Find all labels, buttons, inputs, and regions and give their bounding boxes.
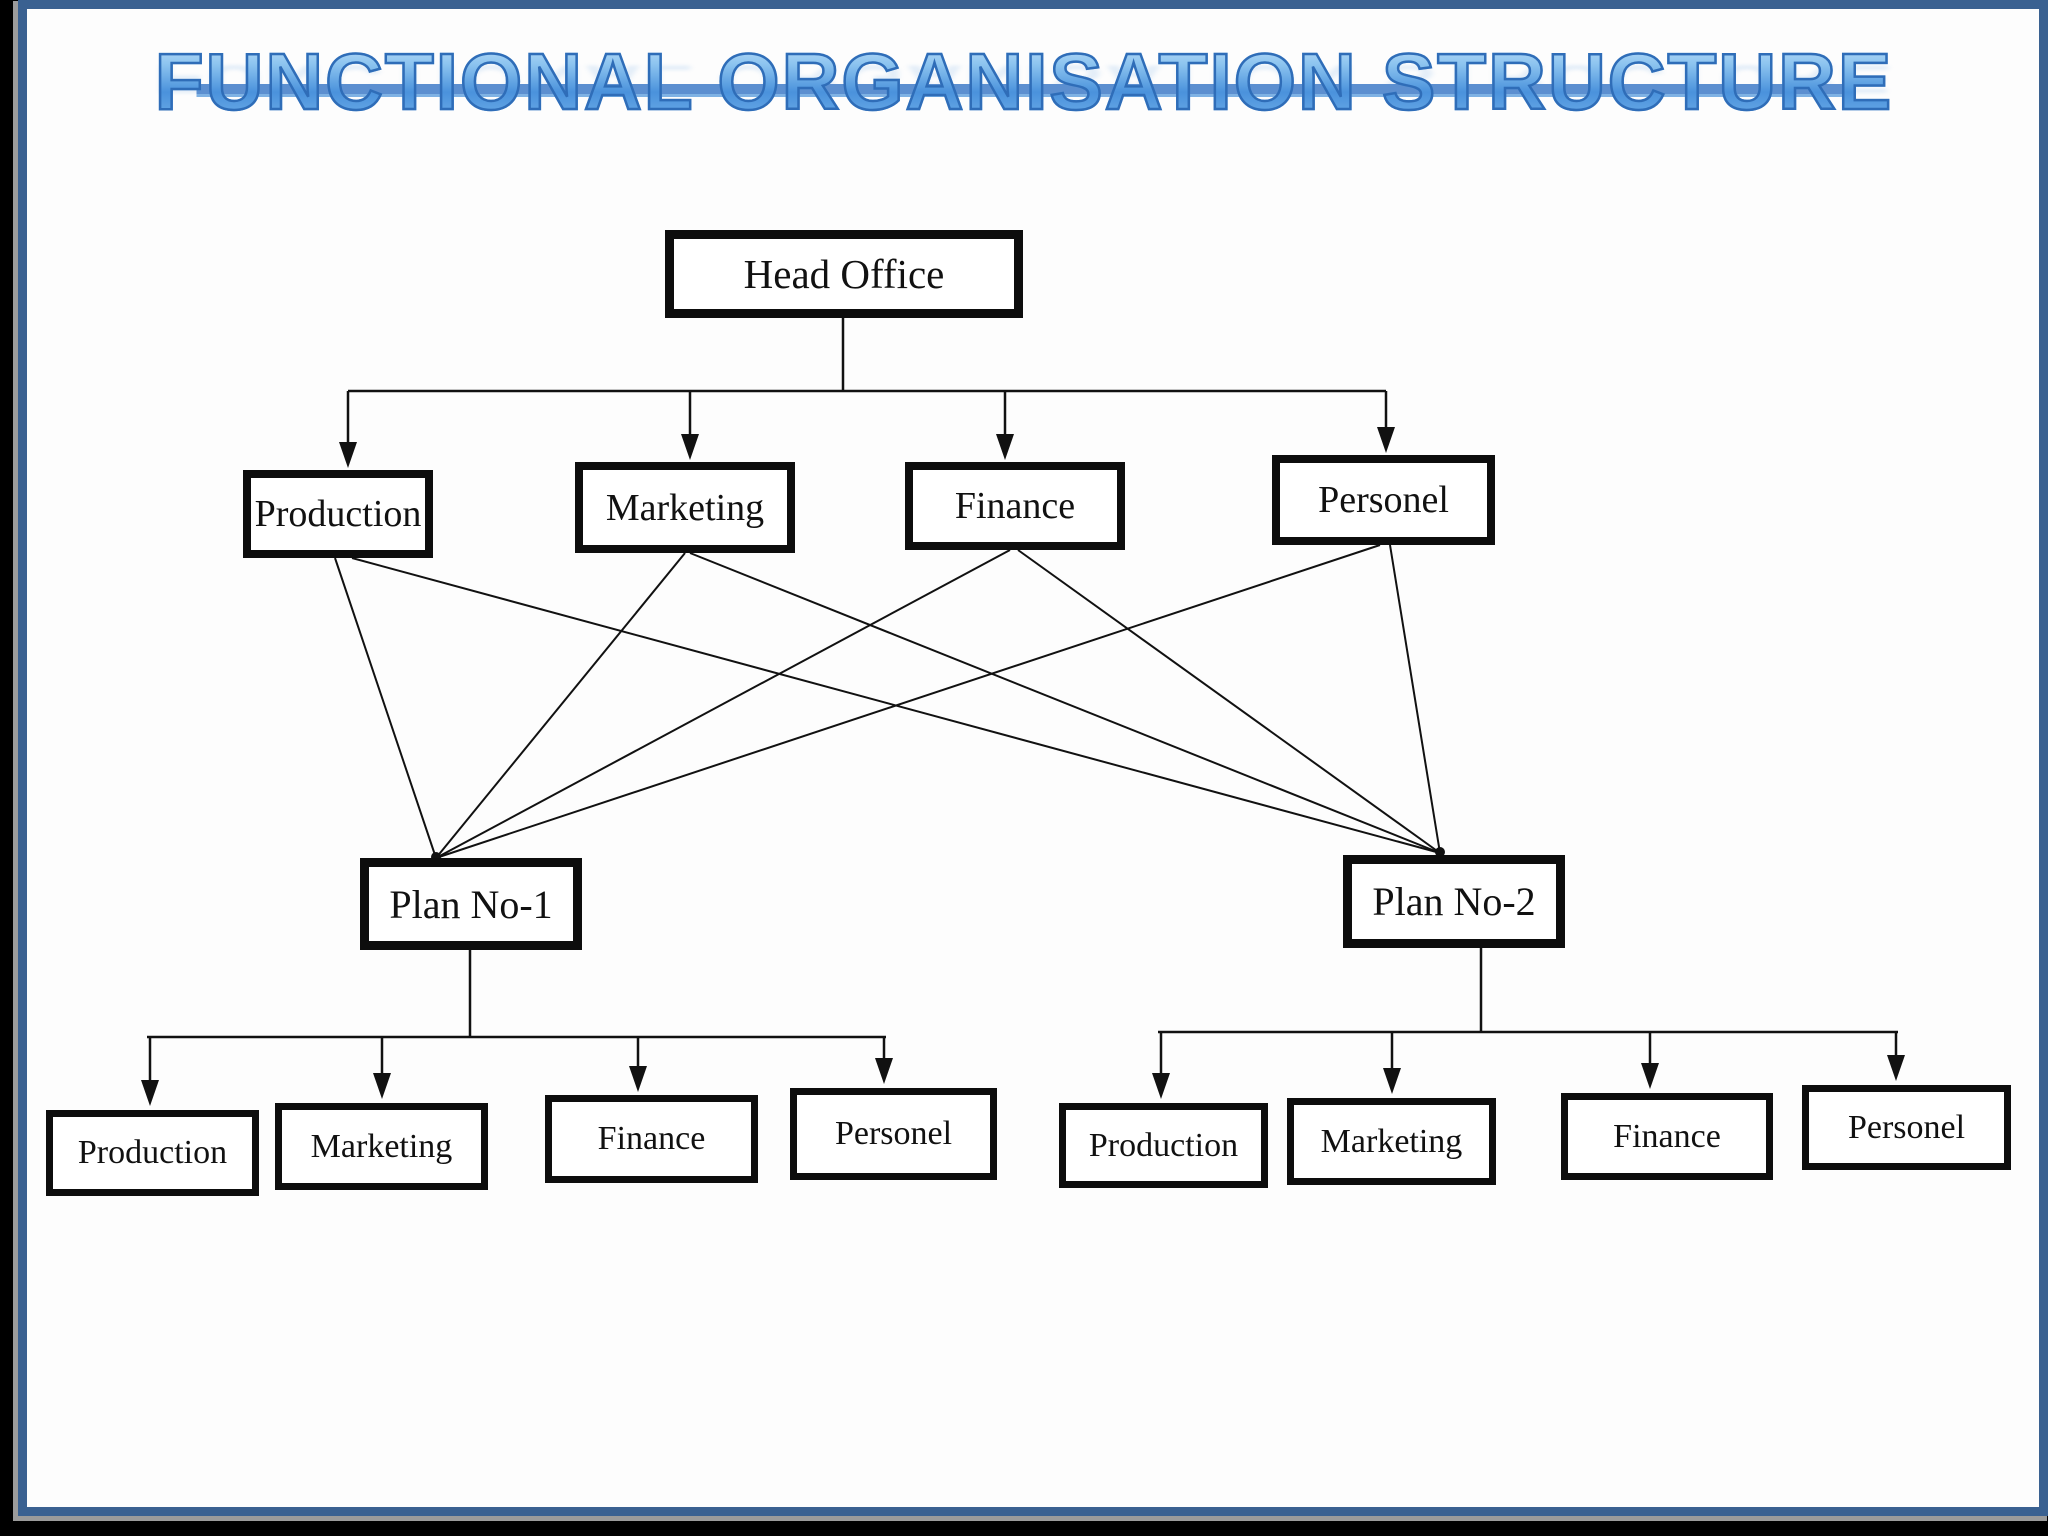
link-personel-plan1 [435,544,1381,859]
matrix-cross-links [334,544,1441,859]
link-marketing-plan1 [435,552,686,859]
node-plan2-marketing: Marketing [1287,1098,1496,1185]
node-plan2-production: Production [1059,1103,1268,1188]
node-plan1-production: Production [46,1110,259,1196]
link-personel-plan2 [1389,544,1441,854]
node-plan-2: Plan No-2 [1343,855,1565,948]
slide-frame [18,0,2048,1516]
node-plan1-finance: Finance [545,1095,758,1183]
arrowheads [141,427,1905,1106]
node-plan1-personel: Personel [790,1088,997,1180]
node-plan2-finance: Finance [1561,1093,1773,1180]
node-marketing: Marketing [575,462,795,553]
page-title: FUNCTIONAL ORGANISATION STRUCTURE [0,37,2048,126]
node-personel: Personel [1272,455,1495,545]
link-marketing-plan2 [689,552,1441,854]
node-finance: Finance [905,462,1125,550]
link-finance-plan2 [1017,549,1441,854]
node-production: Production [243,470,433,558]
link-production-plan1 [334,557,437,859]
page-title-text: FUNCTIONAL ORGANISATION STRUCTURE [153,37,1894,126]
node-head-office: Head Office [665,230,1023,318]
link-finance-plan1 [435,549,1011,859]
title-underline [196,84,1852,97]
node-plan-1: Plan No-1 [360,858,582,950]
node-plan2-personel: Personel [1802,1085,2011,1170]
node-plan1-marketing: Marketing [275,1103,488,1190]
